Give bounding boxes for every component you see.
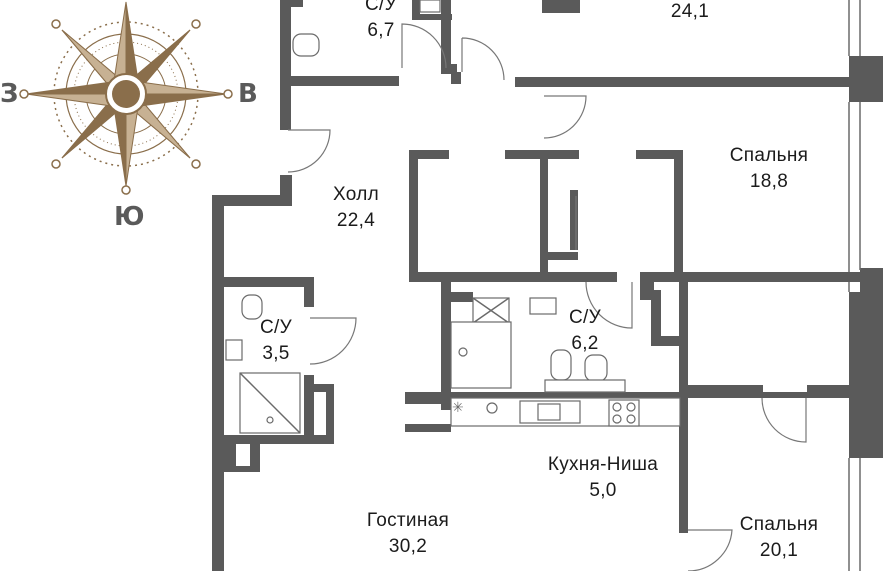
svg-text:✳: ✳ [452,400,464,416]
room-label-top-right: 24,1 [671,0,709,25]
room-label-bath-mid: С/У 6,2 [569,305,601,357]
room-label-bedroom-1: Спальня 18,8 [730,143,808,195]
room-area: 6,7 [367,20,395,41]
room-label-kitchen: Кухня-Ниша 5,0 [548,452,658,504]
room-label-bath-top: С/У 6,7 [365,0,397,44]
room-name: Спальня [729,145,809,166]
room-name: С/У [365,0,397,15]
room-area: 30,2 [388,536,428,557]
walls [212,0,883,571]
room-label-hall: Холл 22,4 [333,182,379,234]
room-label-bedroom-2: Спальня 20,1 [740,512,818,564]
room-area: 6,2 [571,333,599,354]
fixtures: ✳ [225,0,681,434]
room-name: С/У [260,317,292,338]
room-name: Гостиная [366,510,450,531]
compass-rose-icon [19,1,233,195]
room-name: С/У [569,307,601,328]
doors [287,23,807,571]
compass-south-label: Ю [114,202,145,232]
room-label-bath-small: С/У 3,5 [260,315,292,367]
compass-east-label: В [238,79,258,109]
room-area: 22,4 [336,210,376,231]
room-label-living: Гостиная 30,2 [367,508,449,560]
room-area: 20,1 [759,540,799,561]
room-area: 18,8 [749,171,789,192]
room-name: Спальня [739,514,819,535]
room-area: 3,5 [262,343,290,364]
room-name: Кухня-Ниша [547,454,659,475]
room-name: Холл [333,184,379,205]
room-area: 5,0 [589,480,617,501]
room-area: 24,1 [670,1,710,22]
compass-west-label: З [0,79,19,109]
